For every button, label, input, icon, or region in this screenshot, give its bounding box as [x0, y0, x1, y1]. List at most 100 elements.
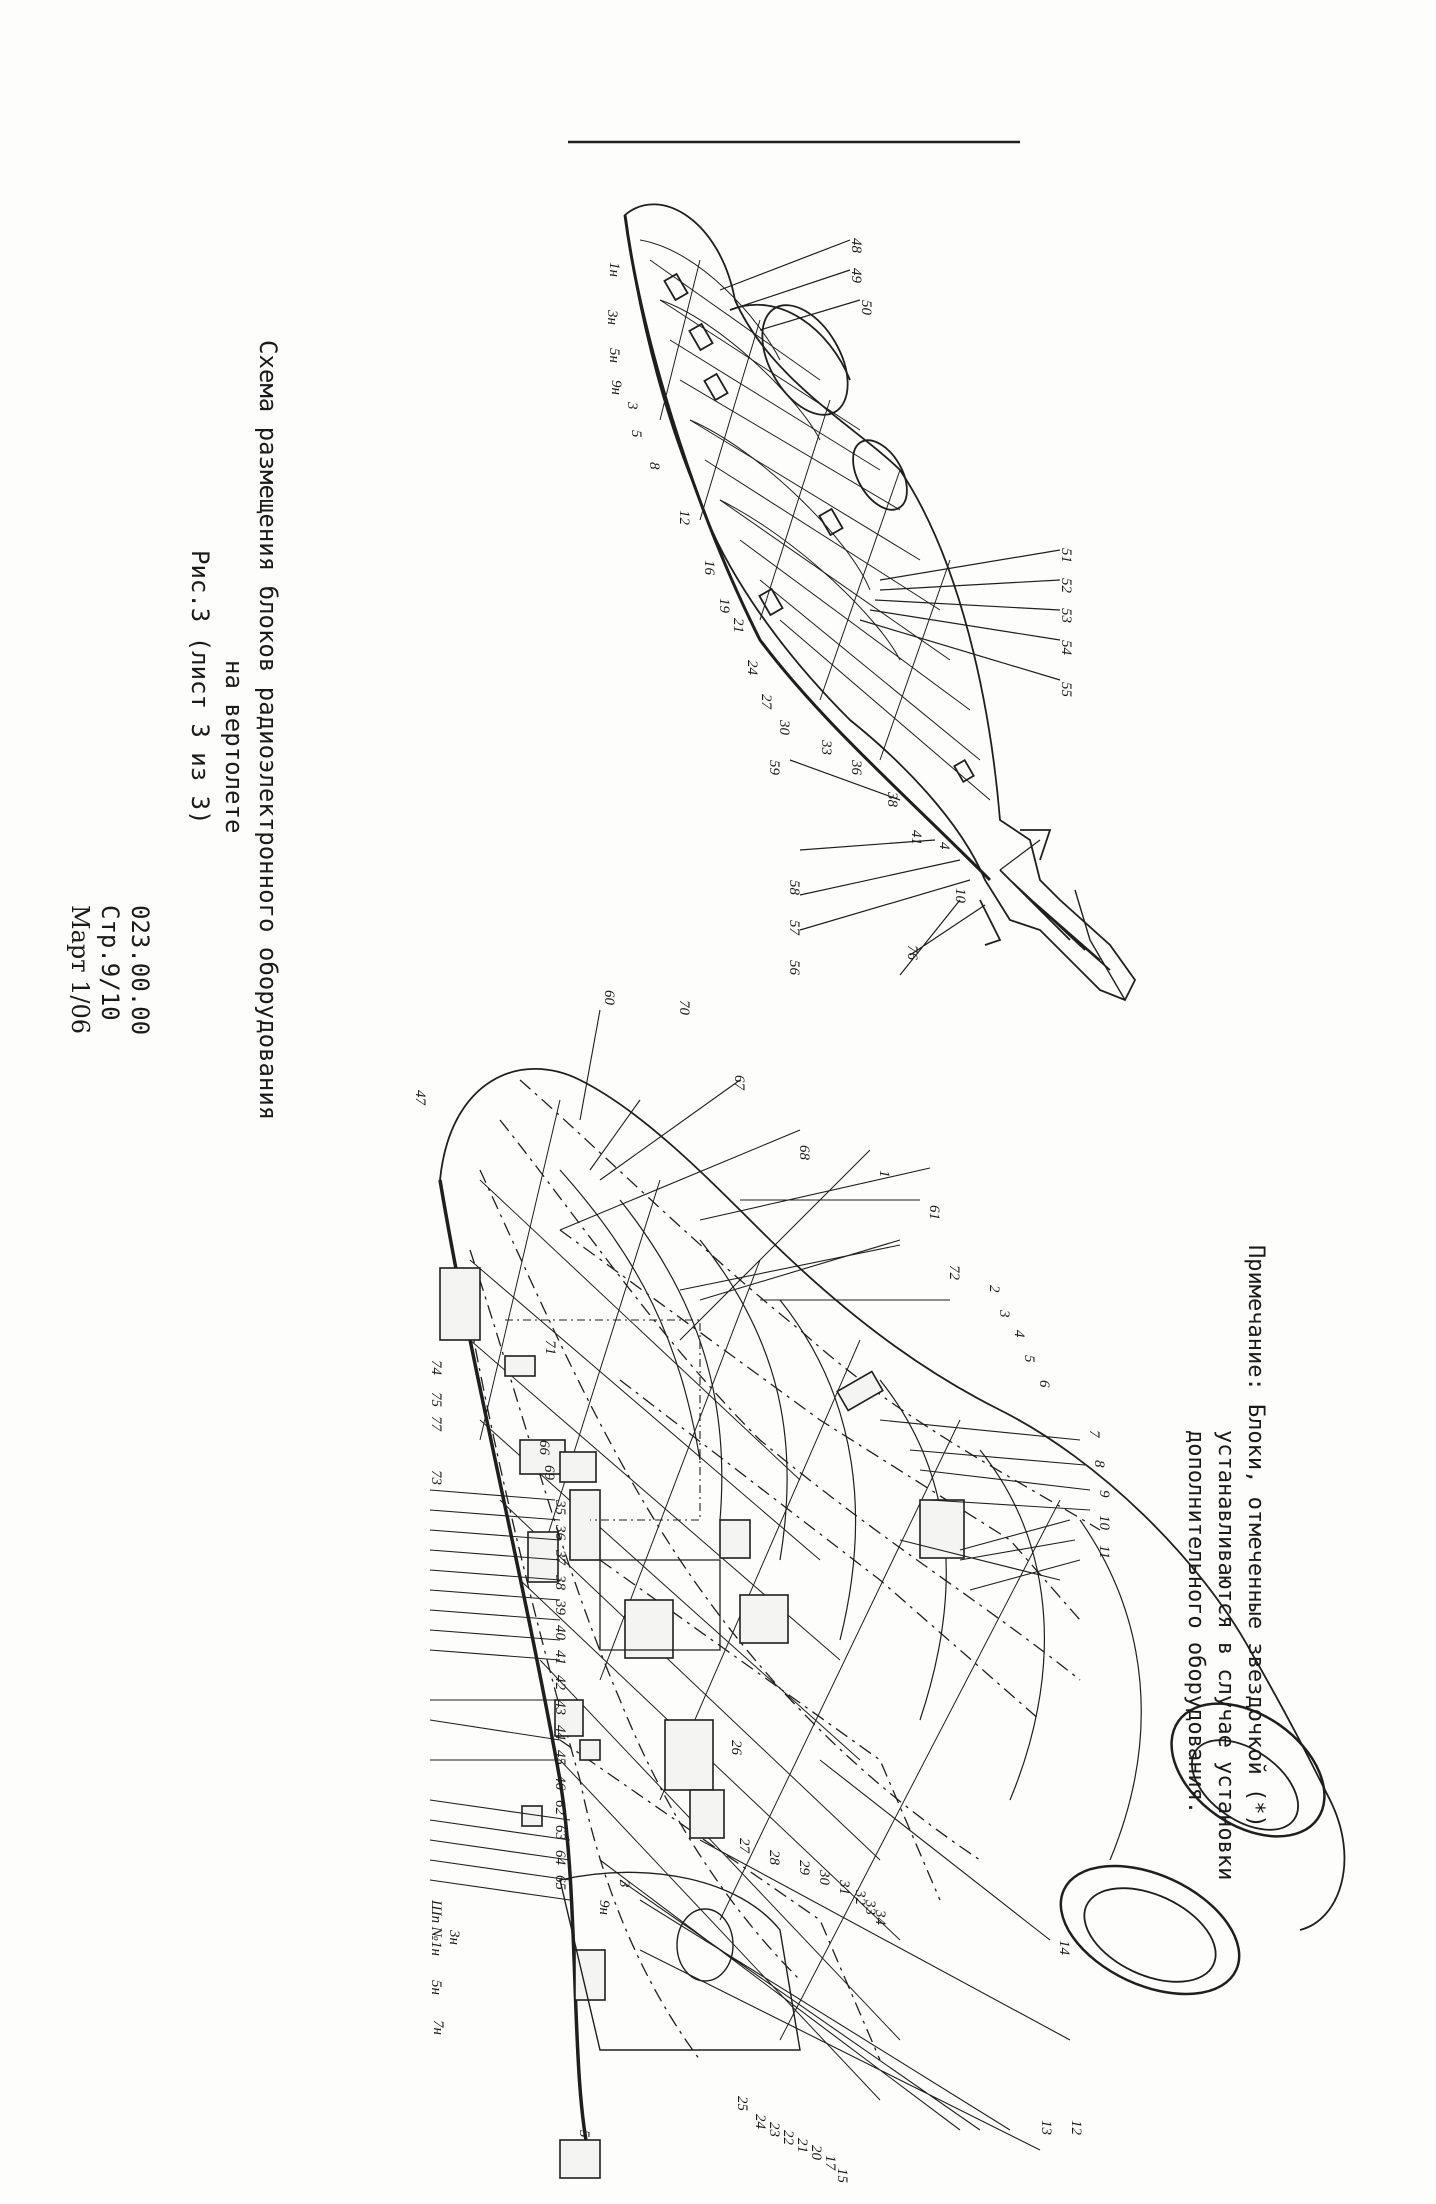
document-date: Март 1/06	[66, 905, 94, 1035]
main-callout-40: 37	[552, 1549, 568, 1567]
top-callout-28: 38	[884, 791, 900, 808]
top-callout-9: 57	[786, 920, 802, 937]
main-callout-12: 6	[1036, 1380, 1052, 1388]
main-callout-67: 5	[576, 2130, 592, 2138]
top-callout-23: 24	[744, 660, 760, 676]
main-callout-19: 13	[1038, 2120, 1054, 2135]
top-callout-3: 51	[1058, 548, 1074, 563]
top-callout-15: 9н	[608, 380, 624, 395]
top-callout-19: 12	[676, 510, 692, 526]
main-callout-10: 4	[1011, 1330, 1027, 1338]
top-callout-20: 16	[701, 560, 717, 576]
top-callout-29: 41	[908, 830, 924, 845]
main-callout-64: 7н	[430, 2020, 446, 2035]
note-line3: дополнительного оборудования.	[1183, 1430, 1208, 1815]
main-callout-6: 61	[926, 1205, 942, 1220]
main-callout-32: 29	[796, 1860, 812, 1876]
main-callout-38: 35	[552, 1499, 568, 1516]
note-line1: Примечание: Блоки, отмеченные звездочкой…	[1243, 1245, 1268, 1828]
top-callout-4: 52	[1058, 578, 1074, 594]
top-callout-26: 33	[818, 739, 834, 755]
top-callout-group: 4849505152535455565758591н3н5н9н35812161…	[604, 238, 1074, 976]
main-callout-3: 60	[601, 990, 617, 1006]
main-callout-30: 27	[736, 1838, 752, 1855]
top-callout-10: 58	[786, 880, 802, 896]
main-callout-20: 14	[1056, 1940, 1072, 1956]
top-callout-22: 21	[730, 618, 746, 633]
main-callout-22: 17	[822, 2155, 838, 2172]
main-callout-1: 70	[676, 1000, 692, 1016]
main-callout-16: 10	[1096, 1515, 1112, 1531]
main-callout-35: 32	[852, 1889, 868, 1906]
top-callout-1: 49	[848, 268, 864, 284]
top-callout-0: 48	[848, 238, 864, 254]
main-callout-50: 62	[552, 1800, 568, 1816]
main-callout-65: 9н	[596, 1900, 612, 1915]
document-page-number: Стр.9/10	[96, 905, 124, 1021]
main-callout-59: 75	[428, 1392, 444, 1408]
main-callout-54: 66	[536, 1440, 552, 1456]
note-block: Примечание: Блоки, отмеченные звездочкой…	[1180, 1245, 1270, 1880]
top-callout-14: 5н	[606, 348, 622, 363]
main-callout-57: 73	[428, 1470, 444, 1485]
top-callout-17: 5	[628, 430, 644, 438]
top-callout-32: 76	[904, 945, 920, 961]
main-callout-48: 45	[552, 1750, 568, 1766]
main-callout-53: 65	[552, 1875, 568, 1891]
main-callout-58: 74	[428, 1360, 444, 1376]
main-callout-15: 9	[1096, 1490, 1112, 1498]
main-callout-55: 69	[541, 1465, 557, 1481]
document-code: 023.00.00	[126, 905, 154, 1036]
main-callout-24: 21	[794, 2138, 810, 2153]
main-callout-41: 38	[552, 1574, 568, 1591]
main-callout-45: 42	[552, 1675, 568, 1691]
top-callout-31: 10	[952, 888, 968, 904]
helicopter-overview	[623, 203, 1137, 1002]
caption-title-line2: на вертолете	[220, 660, 248, 834]
main-callout-0: 47	[412, 1090, 428, 1107]
main-callout-18: 12	[1068, 2120, 1084, 2136]
main-callout-52: 64	[552, 1850, 568, 1866]
top-callout-21: 19	[716, 598, 732, 614]
document-code-block: 023.00.00 Стр.9/10 Март 1/06	[65, 905, 155, 1035]
main-callout-group: 4770676068161722345678910111213141517202…	[412, 990, 1112, 2184]
main-callout-2: 67	[731, 1075, 747, 1092]
main-callout-43: 40	[552, 1625, 568, 1641]
top-callout-11: 59	[766, 760, 782, 776]
caption-figure-ref: Рис.3 (лист 3 из 3)	[186, 550, 214, 825]
main-callout-33: 30	[816, 1869, 832, 1886]
caption-block: Схема размещения блоков радиоэлектронног…	[183, 340, 285, 1120]
top-callout-8: 56	[786, 960, 802, 976]
main-callout-5: 1	[876, 1170, 892, 1178]
main-callout-23: 20	[808, 2145, 824, 2161]
main-callout-46: 43	[552, 1700, 568, 1715]
main-callout-27: 24	[752, 2114, 768, 2130]
main-callout-37: 34	[872, 1909, 888, 1926]
top-callout-25: 30	[776, 719, 792, 736]
main-callout-31: 28	[766, 1850, 782, 1866]
main-callout-17: 11	[1096, 1545, 1112, 1559]
note-line2: устанавливаются в случае установки	[1213, 1430, 1238, 1881]
main-callout-4: 68	[796, 1145, 812, 1161]
main-callout-62: 3н	[446, 1929, 462, 1945]
main-callout-66: 3	[616, 1879, 632, 1888]
fuselage-cutaway	[429, 1009, 1346, 2179]
main-callout-47: 44	[552, 1725, 568, 1741]
main-callout-25: 22	[780, 2130, 796, 2146]
main-callout-13: 7	[1086, 1430, 1102, 1439]
main-callout-7: 72	[946, 1265, 962, 1281]
top-callout-7: 55	[1058, 682, 1074, 698]
main-callout-44: 41	[552, 1650, 568, 1665]
main-callout-39: 36	[552, 1524, 568, 1541]
top-callout-12: 1н	[606, 262, 622, 277]
top-callout-13: 3н	[604, 309, 620, 325]
caption-title-line1: Схема размещения блоков радиоэлектронног…	[254, 340, 282, 1121]
top-callout-5: 53	[1058, 608, 1074, 623]
main-callout-49: 46	[552, 1775, 568, 1791]
top-callout-27: 36	[848, 759, 864, 776]
main-callout-60: 77	[428, 1416, 444, 1433]
top-callout-18: 8	[646, 462, 662, 470]
top-callout-6: 54	[1058, 640, 1074, 656]
